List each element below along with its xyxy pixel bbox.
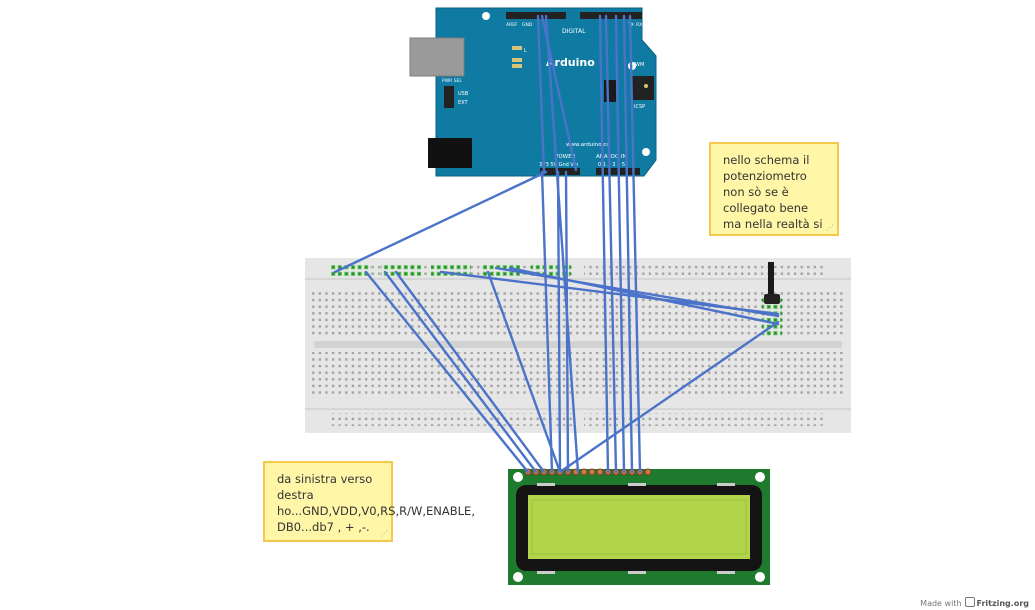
digital-header (506, 12, 566, 19)
gnd-label: GND (522, 22, 533, 28)
wires (333, 14, 780, 474)
potentiometer-shaft (768, 262, 774, 296)
mounting-hole (755, 472, 765, 482)
led (512, 64, 522, 68)
wire (540, 14, 578, 172)
pwm-label: PWM (632, 62, 644, 68)
lcd-pins (524, 468, 652, 476)
pwr-sel-label: PWR SEL (442, 78, 462, 84)
wire (333, 170, 548, 274)
icsp-header (632, 76, 654, 100)
wire (383, 270, 538, 474)
made-with-label: Made with (920, 599, 962, 608)
wire (628, 14, 642, 474)
note-lcd-pinout[interactable]: da sinistra verso destra ho...GND,VDD,V0… (263, 461, 475, 542)
potentiometer[interactable] (764, 262, 780, 304)
power-select-jumper (444, 86, 454, 108)
note-text: da sinistra verso destra ho...GND,VDD,V0… (277, 472, 475, 534)
power-header (540, 168, 580, 175)
l-label: L (524, 48, 527, 54)
wire (364, 270, 530, 474)
wire (558, 320, 780, 474)
mounting-hole (513, 472, 523, 482)
wire (598, 14, 610, 474)
power-rail-top-right (584, 262, 826, 275)
resize-grip-icon[interactable]: ⋰ (380, 529, 388, 538)
note-potentiometer[interactable]: nello schema il potenziometro non sò se … (709, 142, 839, 236)
power-label: POWER (555, 154, 576, 160)
fritzing-brand[interactable]: Fritzing.org (976, 599, 1030, 608)
led (512, 58, 522, 62)
potentiometer-body (764, 294, 780, 304)
fritzing-logo-icon (964, 597, 975, 607)
power-pins-label: 3V3 5V Gnd Vin (539, 162, 578, 168)
digital-label: DIGITAL (562, 28, 586, 35)
mounting-hole (482, 12, 490, 20)
power-rail-bottom-right (584, 413, 826, 426)
connected-holes (331, 264, 371, 276)
usb-connector (409, 37, 465, 77)
icsp-label: ICSP (634, 104, 645, 110)
connected-holes (531, 264, 571, 276)
resize-grip-icon[interactable]: ⋰ (826, 223, 834, 232)
digital-header (580, 12, 642, 19)
mounting-hole (513, 572, 523, 582)
wire (508, 266, 780, 326)
wire (622, 14, 634, 474)
mounting-hole (755, 572, 765, 582)
rx-label: RX (636, 22, 642, 28)
led (512, 46, 522, 50)
website-label: www.arduino.cc (566, 142, 609, 148)
power-rail-bottom-left (330, 413, 576, 426)
arduino-logo-text: Arduino (546, 56, 595, 69)
lcd-module[interactable] (508, 468, 770, 585)
wire (544, 14, 580, 474)
connected-holes (762, 298, 782, 336)
analog-pins-label: 0 1 2 3 4 5 (598, 162, 625, 168)
terminal-strip-bottom (312, 352, 844, 398)
wire (556, 170, 562, 474)
wire (394, 270, 546, 474)
ext-label: EXT (458, 100, 468, 106)
power-jack (428, 138, 472, 168)
analog-in-label: ANALOG IN (596, 154, 627, 160)
center-channel (314, 341, 842, 348)
connected-holes (381, 264, 421, 276)
wire (604, 14, 618, 474)
aref-label: AREF (506, 22, 518, 28)
lcd-screen (528, 495, 750, 559)
wire (614, 14, 626, 474)
chip (604, 80, 616, 102)
usb-label: USB (458, 91, 469, 97)
mounting-hole (642, 148, 650, 156)
wire (486, 270, 562, 474)
footer-credit: Made with Fritzing.org (920, 597, 1029, 608)
wire (540, 170, 554, 474)
note-text: nello schema il potenziometro non sò se … (723, 153, 823, 231)
